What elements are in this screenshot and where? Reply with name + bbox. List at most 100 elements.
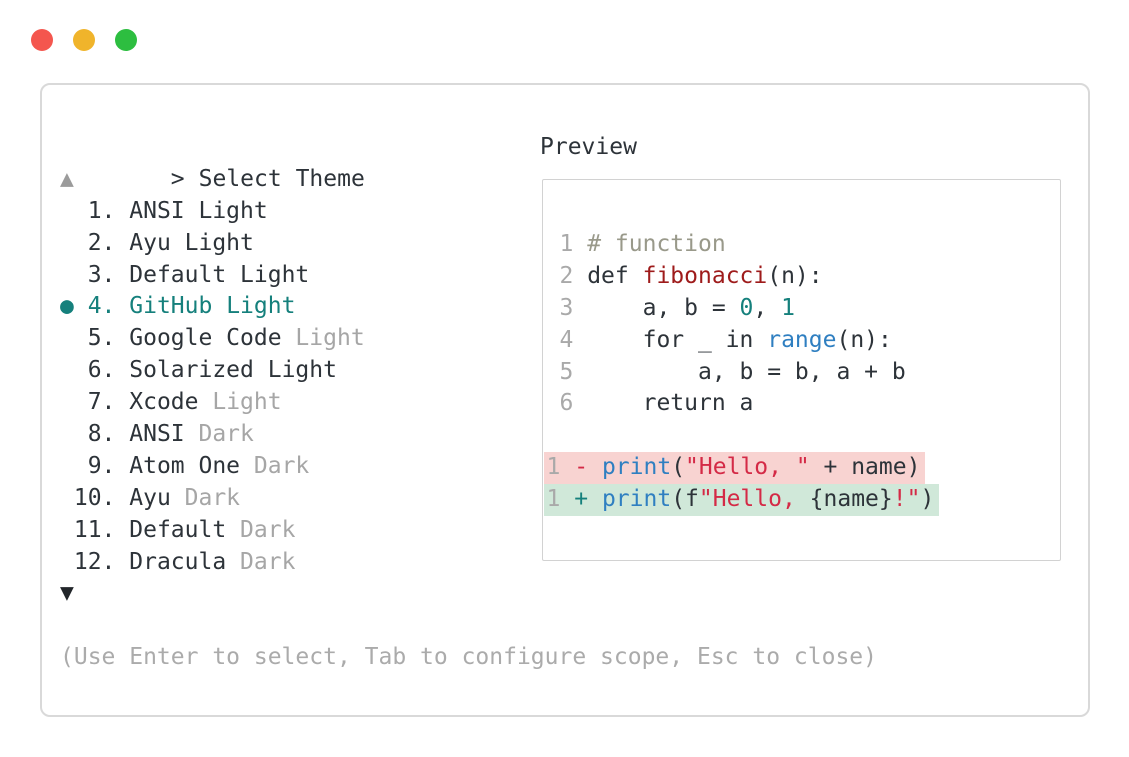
theme-item-10[interactable]: 10. Ayu Dark	[60, 483, 877, 515]
code-line-7	[560, 420, 940, 452]
marker-placeholder	[60, 198, 74, 224]
theme-item-3[interactable]: 3. Default Light	[60, 260, 877, 292]
theme-item-11[interactable]: 11. Default Dark	[60, 515, 877, 547]
dialog-title: Select Theme	[198, 165, 365, 192]
window-close-button[interactable]	[31, 29, 53, 51]
theme-item-variant: Light	[226, 261, 310, 288]
theme-item-name: GitHub	[129, 293, 213, 320]
theme-item-variant: Dark	[184, 421, 254, 448]
marker-placeholder	[60, 262, 74, 288]
token-comment: # function	[587, 231, 726, 257]
preview-pane: 1 # function 2 def fibonacci(n):3 a, b = …	[542, 179, 1061, 561]
token-txt	[573, 231, 587, 257]
marker-placeholder	[60, 357, 74, 383]
theme-item-2[interactable]: 2. Ayu Light	[60, 228, 877, 260]
theme-item-8[interactable]: 8. ANSI Dark	[60, 419, 877, 451]
theme-item-number: 12.	[73, 548, 130, 575]
token-str: !"	[892, 486, 921, 513]
theme-item-variant: Dark	[226, 516, 296, 543]
marker-placeholder	[60, 517, 74, 543]
theme-item-number: 7.	[73, 389, 130, 416]
theme-item-name: ANSI	[129, 421, 185, 448]
token-num: 1	[781, 294, 795, 321]
token-txt: (n):	[767, 262, 823, 289]
token-ln: 3	[559, 294, 574, 321]
token-ln: 2	[559, 262, 574, 289]
window-controls	[31, 29, 137, 51]
dialog-title-line: >Select Theme	[60, 132, 877, 192]
spacer-line	[60, 610, 877, 642]
theme-item-number: 8.	[73, 421, 130, 448]
window-zoom-button[interactable]	[115, 29, 137, 51]
code-line-4: 4 for _ in range(n):	[560, 325, 940, 357]
theme-item-name: ANSI	[129, 197, 185, 224]
selected-bullet-icon: ●	[60, 293, 74, 320]
theme-item-number: 2.	[73, 229, 130, 256]
theme-item-number: 3.	[73, 261, 130, 288]
theme-list: 1. ANSI Light 2. Ayu Light 3. Default Li…	[60, 196, 877, 579]
token-ln: 1	[546, 486, 561, 513]
theme-picker-dialog: >Select Theme ▲ 1. ANSI Light 2. Ayu Lig…	[40, 83, 1090, 717]
theme-item-variant: Dark	[226, 548, 296, 575]
scroll-down-icon[interactable]: ▼	[60, 580, 74, 607]
theme-item-variant: Light	[281, 325, 365, 352]
theme-item-12[interactable]: 12. Dracula Dark	[60, 547, 877, 579]
theme-item-variant: Light	[212, 293, 296, 320]
theme-list-pane: >Select Theme ▲ 1. ANSI Light 2. Ayu Lig…	[60, 132, 877, 674]
marker-placeholder	[60, 485, 74, 511]
theme-item-variant: Light	[198, 389, 282, 416]
theme-item-name: Dracula	[129, 548, 227, 575]
theme-item-9[interactable]: 9. Atom One Dark	[60, 451, 877, 483]
theme-item-7[interactable]: 7. Xcode Light	[60, 387, 877, 419]
token-txt: (n):	[836, 326, 892, 353]
theme-item-number: 4.	[73, 293, 130, 320]
theme-item-variant: Light	[253, 357, 337, 384]
token-txt: for _ in	[573, 326, 768, 353]
marker-placeholder	[60, 549, 74, 575]
token-txt: (f	[671, 486, 699, 513]
marker-placeholder	[60, 325, 74, 351]
theme-item-name: Default	[129, 261, 227, 288]
token-ln: 1	[546, 454, 561, 481]
theme-item-4[interactable]: ● 4. GitHub Light	[60, 291, 877, 323]
token-txt: {name}	[809, 486, 893, 513]
token-blue: range	[767, 326, 837, 353]
theme-item-6[interactable]: 6. Solarized Light	[60, 355, 877, 387]
theme-item-1[interactable]: 1. ANSI Light	[60, 196, 877, 228]
theme-item-variant: Light	[184, 197, 268, 224]
token-blue: print	[601, 486, 672, 513]
token-txt: return a	[573, 390, 754, 417]
token-ln: 6	[559, 390, 574, 417]
window-minimize-button[interactable]	[73, 29, 95, 51]
theme-item-variant: Light	[170, 229, 254, 256]
token-del: -	[574, 454, 589, 481]
theme-item-5[interactable]: 5. Google Code Light	[60, 323, 877, 355]
theme-item-name: Atom One	[129, 452, 241, 479]
preview-code: 1 # function 2 def fibonacci(n):3 a, b = …	[543, 229, 940, 517]
theme-item-number: 9.	[73, 452, 130, 479]
token-txt: a, b =	[573, 294, 740, 321]
theme-item-name: Solarized	[129, 357, 254, 384]
scroll-up-icon[interactable]: ▲	[60, 165, 74, 192]
token-txt	[560, 486, 574, 512]
code-line-3: 3 a, b = 0, 1	[560, 293, 940, 325]
token-txt	[588, 454, 602, 480]
theme-item-name: Google Code	[129, 325, 282, 352]
theme-item-number: 6.	[73, 357, 130, 384]
token-blue: print	[601, 454, 672, 481]
token-num: 0	[739, 294, 754, 321]
theme-item-name: Ayu	[129, 484, 171, 511]
marker-placeholder	[60, 389, 74, 415]
theme-item-number: 10.	[73, 484, 130, 511]
marker-placeholder	[60, 421, 74, 447]
theme-item-name: Ayu	[129, 229, 171, 256]
footer-hint: (Use Enter to select, Tab to configure s…	[60, 644, 877, 671]
code-line-2: 2 def fibonacci(n):	[560, 261, 940, 293]
diff-line-add: 1 + print(f"Hello, {name}!")	[543, 484, 940, 517]
token-txt: ,	[753, 294, 782, 321]
theme-item-name: Xcode	[129, 389, 199, 416]
token-str: "Hello,	[698, 486, 810, 513]
token-txt	[588, 486, 602, 512]
token-add: +	[574, 486, 589, 513]
token-func: fibonacci	[642, 262, 768, 289]
